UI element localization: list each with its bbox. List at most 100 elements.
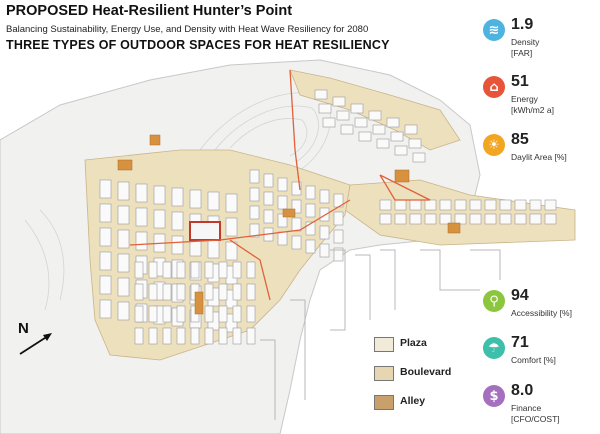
alley-patch [194, 291, 204, 315]
building-block [232, 305, 242, 323]
building-block [386, 117, 400, 128]
building-block [390, 131, 404, 142]
building-block [117, 253, 130, 273]
building-block [469, 213, 482, 225]
building-block [148, 305, 158, 323]
building-block [263, 209, 274, 224]
building-block [225, 313, 238, 333]
building-block [404, 124, 418, 135]
building-block [277, 231, 288, 246]
building-block [99, 275, 112, 295]
building-block [148, 261, 158, 279]
building-block [246, 283, 256, 301]
building-block [218, 283, 228, 301]
metric-daylit-area: ☀ 85 Daylit Area [%] [480, 131, 600, 192]
building-block [263, 191, 274, 206]
building-block [153, 185, 166, 205]
alley-patch [117, 159, 133, 171]
umbrella-icon: ☂ [483, 337, 505, 359]
building-block [246, 327, 256, 345]
building-block [439, 213, 452, 225]
building-block [379, 199, 392, 211]
legend-swatch [374, 395, 394, 410]
building-block [207, 191, 220, 211]
walker-icon: ⚲ [483, 290, 505, 312]
metric-value: 71 [511, 334, 529, 351]
building-block [544, 213, 557, 225]
building-block [277, 177, 288, 192]
building-block [305, 203, 316, 218]
building-block [148, 283, 158, 301]
building-block [454, 213, 467, 225]
building-block [340, 124, 354, 135]
building-block [232, 283, 242, 301]
building-block [134, 305, 144, 323]
building-block [218, 261, 228, 279]
metric-label: Daylit Area [%] [511, 152, 567, 162]
building-block [204, 327, 214, 345]
metric-value: 1.9 [511, 16, 534, 33]
building-block [314, 89, 328, 100]
building-block [171, 187, 184, 207]
building-block [291, 217, 302, 232]
building-block [372, 124, 386, 135]
building-block [162, 305, 172, 323]
page-subtitle: Balancing Sustainability, Energy Use, an… [6, 24, 369, 35]
building-block [263, 173, 274, 188]
building-block [246, 261, 256, 279]
metric-label: Accessibility [%] [511, 308, 572, 318]
page-title: PROPOSED Heat-Resilient Hunter’s Point [6, 3, 293, 19]
east-district [289, 69, 461, 151]
building-block [412, 152, 426, 163]
legend-swatch [374, 366, 394, 381]
house-flame-icon: ⌂ [483, 76, 505, 98]
building-block [409, 213, 422, 225]
building-block [333, 247, 344, 262]
building-block [117, 229, 130, 249]
building-block [319, 243, 330, 258]
building-block [319, 189, 330, 204]
building-block [176, 283, 186, 301]
building-block [394, 213, 407, 225]
building-block [204, 261, 214, 279]
building-block [514, 213, 527, 225]
building-block [529, 199, 542, 211]
metric-value: 51 [511, 73, 529, 90]
building-block [99, 299, 112, 319]
building-block [544, 199, 557, 211]
building-block [499, 199, 512, 211]
legend-label: Plaza [400, 337, 427, 349]
transit-routes [129, 69, 431, 301]
building-block [99, 227, 112, 247]
hill-contours [24, 92, 331, 311]
building-block [162, 283, 172, 301]
building-block [189, 189, 202, 209]
building-block [469, 199, 482, 211]
building-block [117, 205, 130, 225]
building-block [176, 305, 186, 323]
building-block [225, 217, 238, 237]
building-block [350, 103, 364, 114]
building-block [135, 183, 148, 203]
building-block [379, 213, 392, 225]
building-block [162, 261, 172, 279]
building-block [207, 239, 220, 259]
building-block [134, 261, 144, 279]
legend-label: Alley [400, 395, 426, 407]
piers [260, 249, 501, 420]
building-block [249, 169, 260, 184]
building-block [225, 193, 238, 213]
alley-patch [394, 169, 410, 183]
building-block [99, 203, 112, 223]
metric-label: Density[FAR] [511, 37, 540, 58]
building-block [176, 327, 186, 345]
north-arrow: N [14, 320, 64, 360]
metric-accessibility: ⚲ 94 Accessibility [%] [480, 287, 600, 348]
building-block [322, 117, 336, 128]
building-block [99, 179, 112, 199]
building-block [424, 213, 437, 225]
building-block [333, 211, 344, 226]
metric-energy: ⌂ 51 Energy[kWh/m2 a] [480, 73, 600, 134]
building-block [305, 221, 316, 236]
building-block [409, 199, 422, 211]
